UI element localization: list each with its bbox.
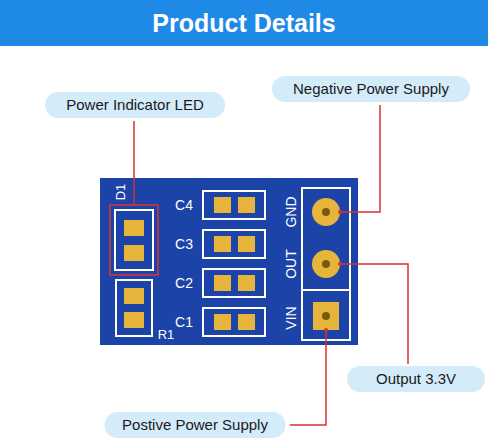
leader-dot bbox=[338, 210, 342, 214]
out-pad bbox=[312, 250, 340, 278]
callout-text: Output 3.3V bbox=[376, 370, 456, 387]
callout-text: Power Indicator LED bbox=[66, 96, 204, 113]
capacitor-pad bbox=[214, 197, 231, 213]
silkscreen-label: C3 bbox=[175, 237, 193, 251]
pad-hole bbox=[322, 260, 330, 268]
capacitor-pad bbox=[238, 314, 255, 330]
silkscreen-label: C4 bbox=[175, 198, 193, 212]
callout-text: Postive Power Supply bbox=[122, 416, 268, 433]
silkscreen-label: D1 bbox=[114, 184, 127, 201]
pcb-board bbox=[100, 178, 358, 345]
silkscreen-label: GND bbox=[284, 196, 298, 227]
callout-bubble: Output 3.3V bbox=[347, 366, 485, 392]
title: Product Details bbox=[152, 9, 335, 38]
led-outline bbox=[115, 210, 153, 270]
silkscreen-label: R1 bbox=[158, 328, 175, 341]
silkscreen-label: C1 bbox=[175, 315, 193, 329]
pad-hole bbox=[322, 312, 330, 320]
resistor-pad bbox=[124, 312, 144, 328]
silkscreen-label: OUT bbox=[284, 249, 298, 279]
leader-dot bbox=[338, 262, 342, 266]
title-band bbox=[0, 0, 488, 46]
callout-bubble: Negative Power Supply bbox=[272, 76, 470, 102]
leader-line bbox=[290, 330, 326, 425]
capacitor-pad bbox=[238, 236, 255, 252]
silkscreen-label: VIN bbox=[284, 306, 298, 329]
capacitor-pad bbox=[238, 197, 255, 213]
leader-line bbox=[340, 105, 380, 212]
leader-dot bbox=[324, 328, 328, 332]
led-pad bbox=[124, 245, 144, 261]
vin-pad bbox=[313, 302, 339, 330]
capacitor-pad bbox=[214, 275, 231, 291]
leader-line bbox=[340, 264, 408, 364]
header-divider bbox=[302, 289, 350, 291]
capacitor-pad bbox=[214, 236, 231, 252]
callout-bubble: Power Indicator LED bbox=[45, 92, 225, 118]
resistor-outline bbox=[116, 280, 152, 336]
capacitor-outline bbox=[203, 230, 265, 258]
capacitor-pad bbox=[214, 314, 231, 330]
resistor-pad bbox=[124, 288, 144, 304]
led-pad bbox=[124, 220, 144, 236]
callout-text: Negative Power Supply bbox=[293, 80, 449, 97]
capacitors bbox=[203, 191, 265, 336]
capacitor-pad bbox=[238, 275, 255, 291]
capacitor-outline bbox=[203, 191, 265, 219]
leader-line bbox=[133, 121, 135, 205]
callout-bubble: Postive Power Supply bbox=[105, 412, 286, 438]
pad-hole bbox=[322, 208, 330, 216]
capacitor-outline bbox=[203, 308, 265, 336]
silkscreen-label: C2 bbox=[175, 276, 193, 290]
gnd-pad bbox=[312, 198, 340, 226]
led-highlight bbox=[110, 205, 158, 275]
capacitor-outline bbox=[203, 269, 265, 297]
